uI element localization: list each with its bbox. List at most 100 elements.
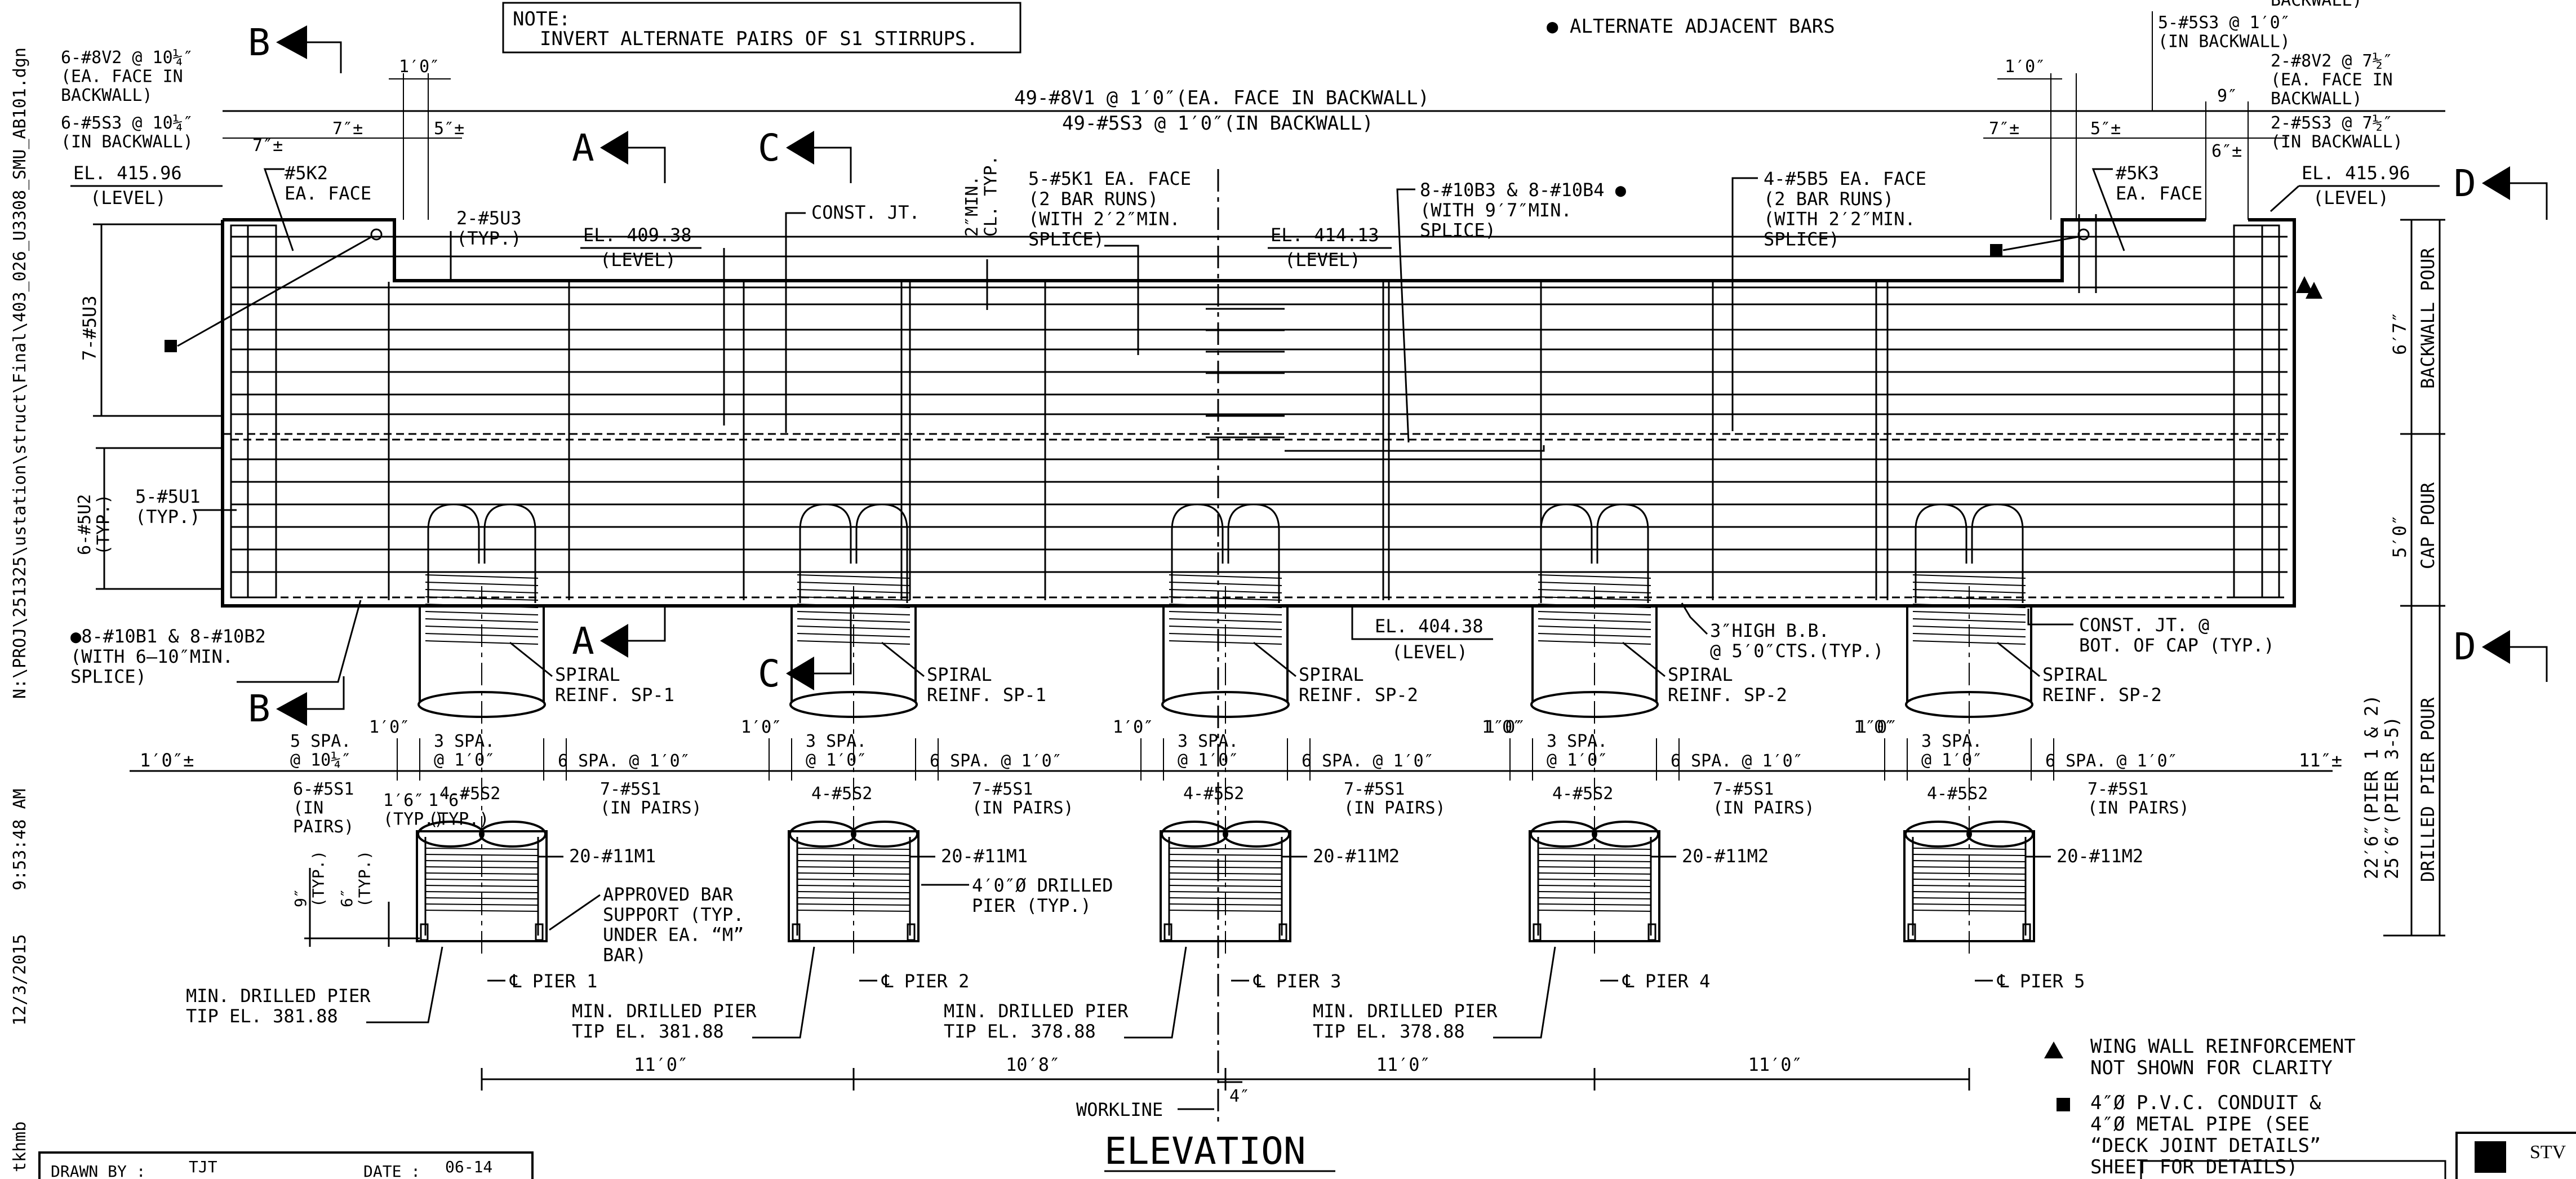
plot-date: 12/3/2015	[10, 934, 30, 1026]
svg-text:8-#10B3 & 8-#10B4 ●(WITH 9′7″M: 8-#10B3 & 8-#10B4 ●(WITH 9′7″MIN.SPLICE)	[1420, 179, 1627, 241]
svg-text:A: A	[572, 126, 594, 170]
svg-text:C: C	[758, 126, 780, 170]
section-marker-c-bot: C	[758, 606, 852, 695]
svg-text:3 SPA.@ 1′0″: 3 SPA.@ 1′0″	[806, 732, 867, 770]
svg-text:4-#5S2: 4-#5S2	[1552, 784, 1613, 804]
svg-text:7-#5U3: 7-#5U3	[79, 295, 100, 361]
svg-text:4″Ø P.V.C. CONDUIT &4″Ø METAL: 4″Ø P.V.C. CONDUIT &4″Ø METAL PIPE (SEE“…	[2090, 1092, 2321, 1178]
date-label: DATE :	[363, 1162, 420, 1179]
pier-bars-2: 20-#11M1	[941, 845, 1028, 867]
svg-text:●8-#10B1 & 8-#10B2(WITH 6‒10″M: ●8-#10B1 & 8-#10B2(WITH 6‒10″MIN.SPLICE)	[70, 626, 266, 688]
section-marker-a-top: A	[572, 126, 666, 183]
svg-text:3″HIGH B.B.@ 5′0″CTS.(TYP.): 3″HIGH B.B.@ 5′0″CTS.(TYP.)	[1710, 620, 1884, 662]
svg-text:4″: 4″	[1229, 1087, 1250, 1106]
el-bot: EL. 404.38 (LEVEL)	[1351, 606, 1493, 663]
svg-text:7-#5S1(IN PAIRS): 7-#5S1(IN PAIRS)	[972, 779, 1074, 818]
label-5s3: 49-#5S3 @ 1′0″(IN BACKWALL)	[1062, 112, 1374, 135]
dim-first: 1′0″±	[140, 750, 194, 771]
svg-text:3 SPA.@ 1′0″: 3 SPA.@ 1′0″	[1921, 732, 1982, 770]
pier-spacing-1: 11′0″	[634, 1054, 688, 1075]
callout-u1: 5-#5U1(TYP.)	[135, 486, 237, 528]
pier-name-1: ℄ PIER 1	[509, 970, 597, 992]
right-side-dims	[2383, 219, 2445, 937]
svg-text:4-#5S2: 4-#5S2	[811, 784, 872, 804]
callout-u3: 2-#5U3(TYP.)	[450, 207, 522, 281]
svg-text:3 SPA.@ 1′0″: 3 SPA.@ 1′0″	[1178, 732, 1238, 770]
pier-name-2: ℄ PIER 2	[881, 970, 969, 992]
callout-b3b4: 8-#10B3 & 8-#10B4 ●(WITH 9′7″MIN.SPLICE)	[1396, 179, 1627, 443]
svg-text:5-#5U1(TYP.): 5-#5U1(TYP.)	[135, 486, 201, 528]
svg-text:1′0″: 1′0″	[1854, 717, 1894, 737]
svg-text:CONST. JT.: CONST. JT.	[811, 202, 920, 223]
svg-text:9″(TYP.): 9″(TYP.)	[291, 850, 327, 907]
callout-cl-min: 2″MIN.CL. TYP.	[962, 156, 1001, 310]
callout-bb: 3″HIGH B.B.@ 5′0″CTS.(TYP.)	[1681, 602, 1884, 662]
drawn-by-label: DRAWN BY :	[51, 1162, 146, 1179]
el-mid2: EL. 414.13 (LEVEL)	[1268, 224, 1392, 271]
svg-text:6 SPA. @ 1′0″: 6 SPA. @ 1′0″	[2045, 751, 2178, 771]
label-left-s3: 6-#5S3 @ 10¼″(IN BACKWALL)	[61, 113, 193, 152]
plot-user: tkhmb	[10, 1122, 30, 1172]
dim-left-7b: 7″±	[252, 136, 283, 156]
backwall-pour: BACKWALL POUR	[2417, 247, 2439, 389]
svg-text:7-#5S1(IN PAIRS): 7-#5S1(IN PAIRS)	[1344, 779, 1446, 818]
label-right-s3a: 5-#5S3 @ 1′0″(IN BACKWALL)	[2158, 13, 2290, 52]
svg-text:6 SPA. @ 1′0″: 6 SPA. @ 1′0″	[1302, 751, 1434, 771]
section-marker-b-top: B	[248, 21, 342, 73]
label-right-top-cut: BACKWALL)	[2271, 0, 2362, 10]
svg-text:5 SPA.@ 10¼″: 5 SPA.@ 10¼″	[290, 732, 351, 770]
svg-text:EL. 414.13: EL. 414.13	[1271, 224, 1379, 246]
svg-text:7-#5S1(IN PAIRS): 7-#5S1(IN PAIRS)	[1713, 779, 1815, 818]
cap-dim: 5′0″	[2389, 515, 2410, 558]
svg-text:A: A	[572, 619, 594, 663]
svg-text:2-#5S3 @ 7½″(IN BACKWALL): 2-#5S3 @ 7½″(IN BACKWALL)	[2271, 113, 2403, 152]
dim-last: 11″±	[2299, 750, 2342, 771]
note-box	[502, 2, 1021, 54]
conduit-marker-right	[1990, 244, 2002, 256]
pier-bars-3: 20-#11M2	[1313, 845, 1400, 867]
title-block: DRAWN BY : TJT DATE : 06-14 STV	[38, 1132, 2576, 1179]
view-title: ELEVATION	[1104, 1129, 1306, 1173]
stirrup-group-3: 3 SPA.@ 1′0″ 4-#5S2 1′0″ 6 SPA. @ 1′0″ 7-#5S…	[1113, 717, 1525, 818]
dim-left-spa: 5 SPA.@ 10¼″	[290, 732, 351, 770]
svg-text:6-#5U2(TYP.): 6-#5U2(TYP.)	[75, 494, 114, 555]
abutment-outline	[221, 218, 2296, 608]
pier-pour-dim: 22′6″(PIER 1 & 2)25′6″(PIER 3-5)	[2361, 694, 2402, 879]
note-title: NOTE:	[513, 8, 570, 30]
svg-text:1′0″: 1′0″	[1485, 717, 1525, 737]
svg-text:4-#5B5 EA. FACE(2 BAR RUNS)(WI: 4-#5B5 EA. FACE(2 BAR RUNS)(WITH 2′2″MIN…	[1764, 168, 1926, 250]
svg-text:4-#5S2: 4-#5S2	[1183, 784, 1244, 804]
section-marker-c-top: C	[758, 126, 852, 183]
svg-text:2″MIN.CL. TYP.: 2″MIN.CL. TYP.	[962, 156, 1001, 237]
dim-right-7: 7″±	[1989, 119, 2019, 139]
legend-alternate: ● ALTERNATE ADJACENT BARS	[1547, 15, 1835, 38]
callout-u2: 6-#5U2(TYP.)	[75, 447, 223, 590]
svg-text:EL. 415.96: EL. 415.96	[2302, 162, 2410, 184]
section-marker-b-bot: B	[248, 676, 345, 730]
pier-name-5: ℄ PIER 5	[1997, 970, 2085, 992]
svg-text:D: D	[2454, 162, 2476, 205]
dim-right-5: 5″±	[2090, 119, 2121, 139]
section-marker-d-bot: D	[2454, 625, 2548, 682]
